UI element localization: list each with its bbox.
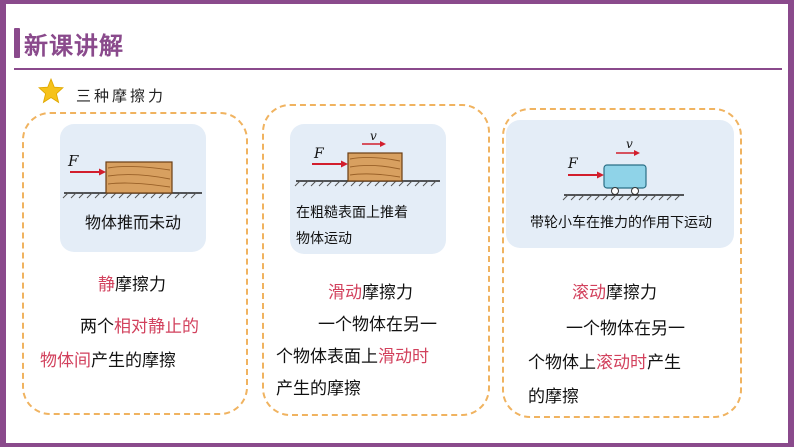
page-title: 新课讲解 [24, 32, 124, 60]
illustration-rolling-friction: F v [506, 120, 734, 248]
caption-sliding-line1: 在粗糙表面上推着 [296, 205, 408, 221]
card-static-friction [22, 112, 248, 415]
rolling-friction-desc-line1: 一个物体在另一 [566, 319, 685, 339]
section-subtitle: 三种摩擦力 [76, 87, 167, 105]
static-friction-name: 静摩擦力 [98, 275, 166, 295]
force-label: F [67, 152, 79, 170]
sliding-friction-desc-line2: 个物体表面上滑动时 [276, 347, 429, 367]
caption-static-friction: 物体推而未动 [84, 213, 181, 232]
caption-sliding-friction: 在粗糙表面上推着 物体运动 [296, 200, 446, 252]
caption-rolling-friction: 带轮小车在推力的作用下运动 [530, 215, 712, 231]
frame-bottom-border [0, 443, 794, 447]
frame-right-border [788, 0, 794, 447]
title-accent-bar [14, 28, 20, 58]
card-sliding-friction [262, 104, 490, 416]
velocity-label: v [370, 129, 377, 143]
sliding-friction-desc-line3: 产生的摩擦 [276, 379, 361, 399]
illustration-sliding-friction: F v [290, 124, 446, 254]
illustration-static-friction: F [60, 124, 206, 252]
velocity-label: v [626, 137, 633, 151]
title-underline [14, 68, 782, 70]
rolling-friction-desc-line3: 的摩擦 [528, 387, 579, 407]
cart-diagram: F v [562, 137, 684, 201]
rolling-friction-name: 滚动摩擦力 [572, 283, 657, 303]
force-label: F [313, 146, 325, 162]
frame-top-border [0, 0, 794, 4]
frame-left-border [0, 0, 6, 447]
star-icon [38, 78, 64, 104]
card-rolling-friction [502, 108, 742, 418]
sliding-friction-name: 滑动摩擦力 [328, 283, 413, 303]
rolling-friction-desc-line2: 个物体上滚动时产生 [528, 353, 681, 373]
sliding-friction-desc-line1: 一个物体在另一 [318, 315, 437, 335]
caption-sliding-line2: 物体运动 [296, 231, 352, 247]
force-label: F [567, 156, 579, 172]
cart-icon [603, 164, 647, 189]
static-friction-desc-line1: 两个相对静止的 [80, 317, 199, 337]
static-friction-desc-line2: 物体间产生的摩擦 [40, 351, 176, 371]
pushed-block-diagram: F [62, 152, 202, 199]
sliding-block-diagram: F v [294, 129, 440, 187]
